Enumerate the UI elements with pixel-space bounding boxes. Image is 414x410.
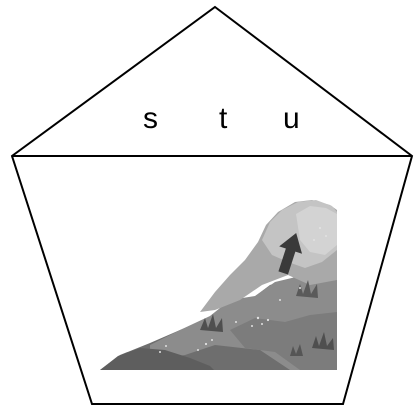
letter-t: t	[219, 102, 228, 135]
letter-s: s	[143, 102, 158, 135]
letter-u: u	[283, 102, 300, 135]
mountain-icon	[100, 200, 337, 370]
